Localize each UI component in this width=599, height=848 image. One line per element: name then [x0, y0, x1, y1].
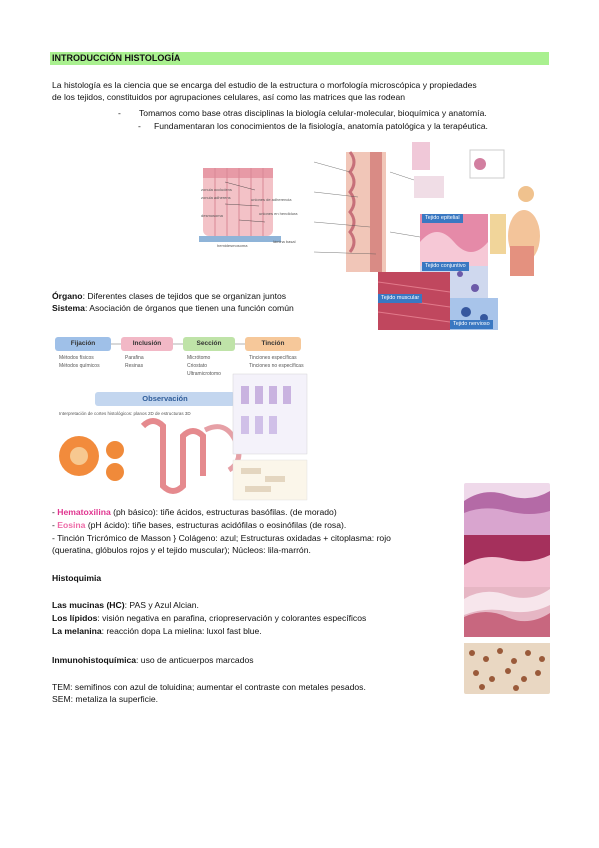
micrograph-strip — [464, 483, 550, 694]
stain-prefix: - — [52, 507, 58, 517]
organo-text: : Diferentes clases de tejidos que se or… — [82, 291, 287, 301]
melanina-label: La melanina — [52, 626, 102, 636]
flow-step-inclusion: Inclusión — [121, 337, 173, 351]
melanina-text: : reacción dopa La mielina: luxol fast b… — [101, 626, 262, 636]
hematoxilina-text: (ph básico): tiñe ácidos, estructuras ba… — [110, 507, 337, 517]
melanina-line: La melanina: reacción dopa La mielina: l… — [52, 626, 262, 637]
eosina-text: (pH ácido): tiñe bases, estructuras acid… — [85, 520, 347, 530]
sistema-label: Sistema — [52, 303, 85, 313]
cell-junction-illustration: zonula occludens zonula adherens desmoso… — [195, 160, 305, 250]
mucinas-label: Las mucinas (HC) — [52, 600, 125, 610]
hematoxilina-name: Hematoxilina — [57, 507, 111, 517]
flow-sub-item: Métodos físicos — [59, 355, 94, 361]
tissue-label: Tejido muscular — [378, 294, 423, 303]
lipidos-text: : visión negativa en parafina, crioprese… — [97, 613, 367, 623]
flow-step-label: Inclusión — [132, 340, 162, 347]
flow-step-label: Sección — [196, 340, 222, 347]
intro-bullet-1: Tomamos como base otras disciplinas la b… — [139, 108, 487, 118]
tissue-label: Tejido conjuntivo — [422, 262, 469, 271]
bullet-dash-1: - — [118, 108, 121, 118]
junction-label: uniones de adherencia — [251, 197, 292, 202]
lipidos-label: Los lípidos — [52, 613, 98, 623]
sistema-text: : Asociación de órganos que tienen una f… — [84, 303, 294, 313]
mucinas-text: : PAS y Azul Alcian. — [124, 600, 199, 610]
tissue-types-collage: Tejido epitelial Tejido conjuntivo Tejid… — [310, 142, 550, 330]
sem-line: SEM: metaliza la superficie. — [52, 694, 159, 704]
intro-line-2: de los tejidos, constituidos por agrupac… — [52, 92, 406, 102]
inmuno-label: Inmunohistoquímica — [52, 655, 137, 665]
flow-sub-item: Resinas — [125, 363, 144, 369]
tissue-label: Tejido epitelial — [422, 214, 463, 223]
sistema-definition: Sistema: Asociación de órganos que tiene… — [52, 303, 294, 314]
observation-note: Interpretación de cortes histológicos: p… — [59, 411, 191, 416]
intro-bullet-2: Fundamentaran los conocimientos de la fi… — [154, 121, 488, 131]
mucinas-line: Las mucinas (HC): PAS y Azul Alcian. — [52, 600, 199, 611]
intro-line-1: La histología es la ciencia que se encar… — [52, 80, 477, 90]
junction-label: desmosoma — [201, 213, 223, 218]
flow-sub-item: Criostato — [187, 363, 208, 369]
flow-sub-item: Métodos químicos — [59, 363, 100, 369]
inmuno-text: : uso de anticuerpos marcados — [136, 655, 254, 665]
stain-prefix: - — [52, 520, 58, 530]
histology-process-figure: Fijación Inclusión Sección Tinción Métod… — [55, 330, 310, 502]
inmuno-line: Inmunohistoquímica: uso de anticuerpos m… — [52, 655, 254, 666]
lipidos-line: Los lípidos: visión negativa en parafina… — [52, 613, 366, 624]
flow-step-tincion: Tinción — [245, 337, 301, 351]
flow-step-label: Fijación — [70, 340, 96, 347]
junction-label: hemidesmosoma — [217, 243, 248, 248]
flow-sub-item: Tinciones específicas — [249, 355, 297, 361]
flow-sub-item: Micrótomo — [187, 355, 211, 361]
junction-label: uniones en hendidura — [259, 211, 298, 216]
junction-label: lámina basal — [273, 239, 296, 244]
flow-step-seccion: Sección — [183, 337, 235, 351]
flow-step-fijacion: Fijación — [55, 337, 111, 351]
junction-label: zonula occludens — [201, 187, 232, 192]
flow-step-label: Tinción — [261, 340, 285, 347]
tem-line: TEM: semifinos con azul de toluidina; au… — [52, 682, 366, 692]
stain-masson-line-1: - Tinción Tricrómico de Masson } Colágen… — [52, 533, 391, 543]
flow-sub-item: Parafina — [125, 355, 144, 361]
flow-sub-item: Tinciones no específicas — [249, 363, 304, 369]
stain-hematoxilina: - Hematoxilina (ph básico): tiñe ácidos,… — [52, 507, 337, 518]
tissue-label: Tejido nervioso — [450, 320, 493, 329]
observation-banner: Observación — [142, 394, 188, 403]
junction-label: zonula adherens — [201, 195, 231, 200]
bullet-dash-2: - — [138, 121, 141, 131]
stain-masson-line-2: (queratina, glóbulos rojos y el tejido m… — [52, 545, 311, 555]
organo-definition: Órgano: Diferentes clases de tejidos que… — [52, 291, 286, 302]
flow-sub-item: Ultramicrotomo — [187, 371, 221, 377]
histoquimia-heading: Histoquimia — [52, 573, 102, 583]
stain-eosina: - Eosina (pH ácido): tiñe bases, estruct… — [52, 520, 346, 531]
section-title: INTRODUCCIÓN HISTOLOGÍA — [50, 52, 549, 65]
eosina-name: Eosina — [57, 520, 86, 530]
organo-label: Órgano — [52, 291, 83, 301]
